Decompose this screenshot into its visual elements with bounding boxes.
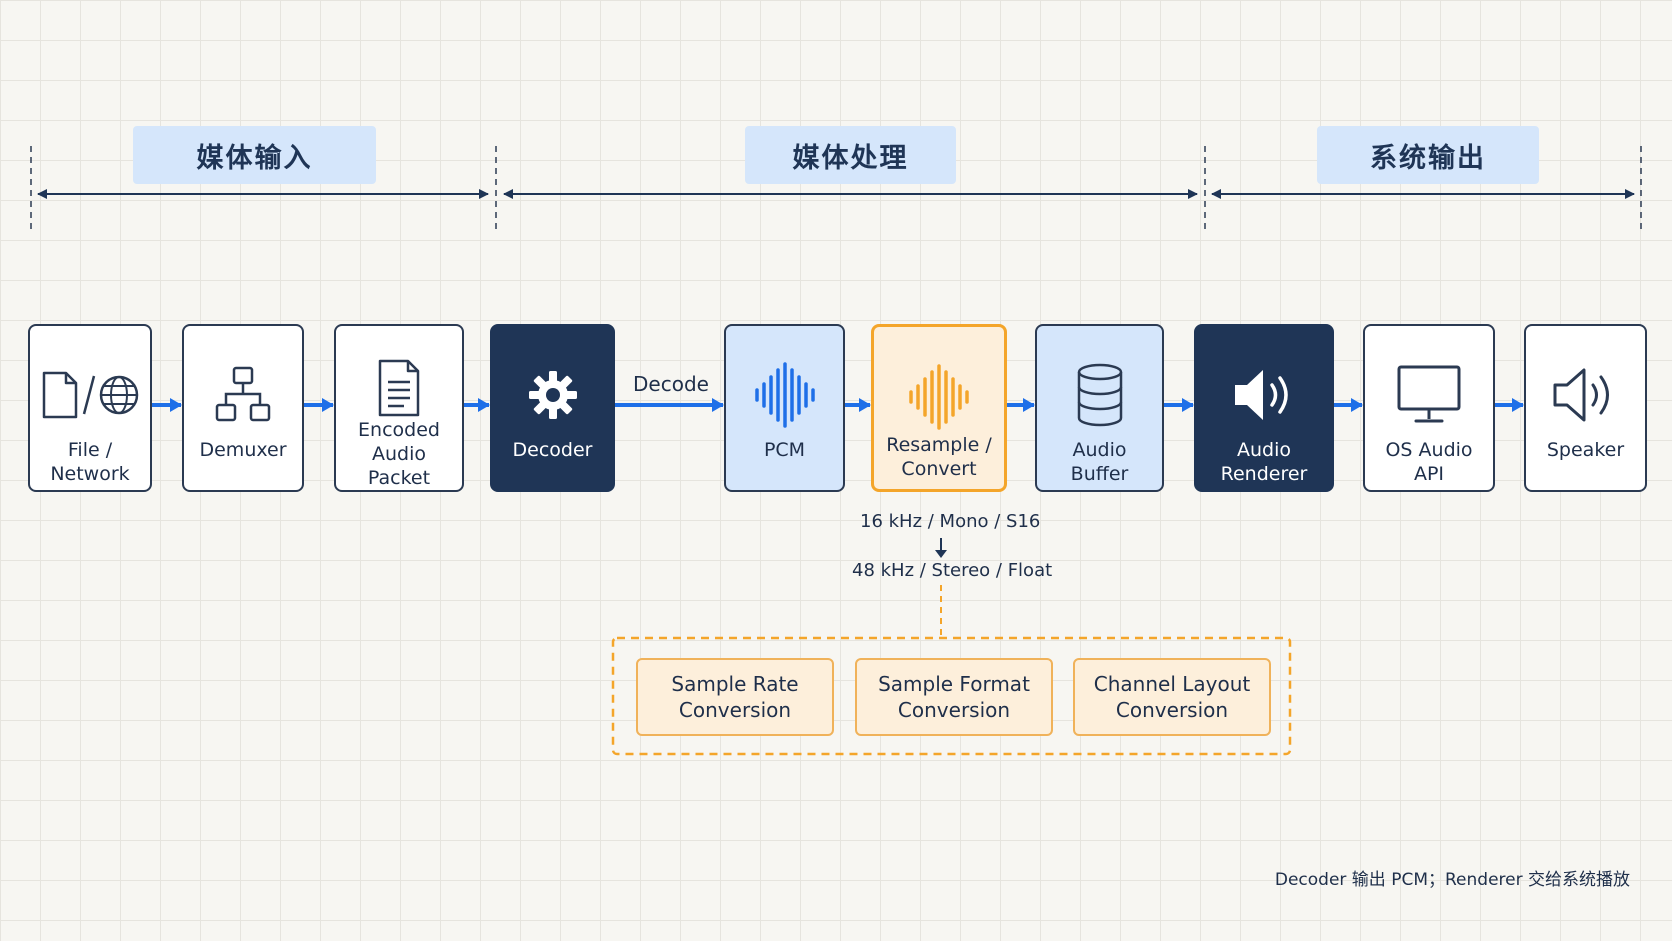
node-icon bbox=[526, 352, 580, 438]
node-label: Audio Renderer bbox=[1220, 439, 1308, 485]
phase-separators bbox=[30, 146, 1642, 234]
hierarchy-icon bbox=[215, 366, 271, 422]
node-icon bbox=[753, 352, 817, 438]
node-label: PCM bbox=[763, 439, 806, 461]
diagram-caption: Decoder 输出 PCM；Renderer 交给系统播放 bbox=[1274, 870, 1630, 890]
node-icon bbox=[1231, 352, 1297, 438]
phase-label-output: 系统输出 bbox=[1317, 126, 1539, 184]
globe-icon bbox=[99, 375, 139, 415]
substep-label: Sample Rate Conversion bbox=[671, 672, 799, 722]
node-icon bbox=[213, 352, 273, 438]
speaker-outline-icon bbox=[1553, 368, 1609, 422]
node-label: Encoded Audio Packet bbox=[358, 419, 440, 489]
substep-label: Sample Format Conversion bbox=[878, 672, 1030, 722]
node-label: Speaker bbox=[1546, 439, 1625, 461]
document-icon bbox=[378, 359, 420, 417]
node-label: Resample / Convert bbox=[886, 434, 992, 480]
conversion-from-label: 16 kHz / Mono / S16 bbox=[860, 511, 1041, 532]
node-icon bbox=[1075, 352, 1125, 438]
node-os-audio-api: OS Audio API bbox=[1363, 324, 1495, 492]
node-pcm: PCM bbox=[724, 324, 845, 492]
node-file-network: File / Network bbox=[28, 324, 152, 492]
gear-icon bbox=[528, 371, 577, 419]
decode-label: Decode bbox=[633, 372, 709, 396]
phase-label-processing: 媒体处理 bbox=[745, 126, 956, 184]
waveform-icon bbox=[754, 362, 815, 428]
node-icon bbox=[1551, 352, 1621, 438]
speaker-icon bbox=[1235, 370, 1288, 420]
node-label: Demuxer bbox=[199, 439, 287, 461]
node-icon bbox=[1396, 352, 1462, 438]
substep-sample-format: Sample Format Conversion bbox=[855, 658, 1053, 736]
waveform-icon bbox=[909, 364, 969, 430]
conversion-to-label: 48 kHz / Stereo / Float bbox=[852, 560, 1053, 581]
node-encoded-audio-packet: Encoded Audio Packet bbox=[334, 324, 464, 492]
node-label: Decoder bbox=[512, 439, 593, 461]
node-label: File / Network bbox=[50, 439, 130, 485]
substep-group-box bbox=[611, 636, 1292, 756]
node-icon bbox=[376, 358, 422, 418]
substep-channel-layout: Channel Layout Conversion bbox=[1073, 658, 1271, 736]
substep-label: Channel Layout Conversion bbox=[1093, 672, 1251, 722]
node-resample-convert: Resample / Convert bbox=[871, 324, 1007, 492]
node-icon bbox=[40, 352, 140, 438]
node-speaker: Speaker bbox=[1524, 324, 1647, 492]
substep-sample-rate: Sample Rate Conversion bbox=[636, 658, 834, 736]
node-audio-renderer: Audio Renderer bbox=[1194, 324, 1334, 492]
phase-label-input: 媒体输入 bbox=[133, 126, 376, 184]
node-label: Audio Buffer bbox=[1070, 439, 1129, 485]
database-icon bbox=[1077, 363, 1122, 427]
node-label: OS Audio API bbox=[1385, 439, 1473, 485]
monitor-icon bbox=[1397, 365, 1461, 423]
conversion-arrow bbox=[935, 538, 947, 558]
file-icon bbox=[42, 371, 78, 419]
node-icon bbox=[907, 361, 971, 433]
node-audio-buffer: Audio Buffer bbox=[1035, 324, 1164, 492]
node-demuxer: Demuxer bbox=[182, 324, 304, 492]
node-decoder: Decoder bbox=[490, 324, 615, 492]
slash-glyph bbox=[82, 375, 96, 415]
